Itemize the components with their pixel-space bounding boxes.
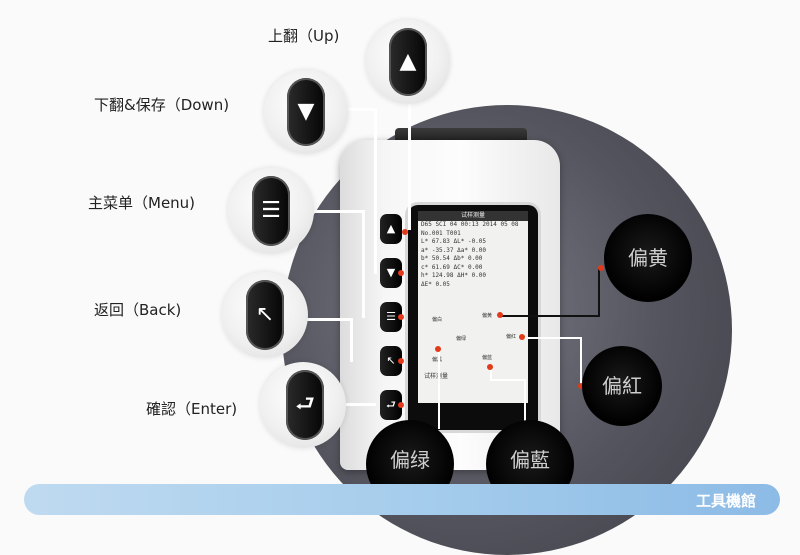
lcd-label-green: 偏绿	[456, 336, 467, 342]
footer-bar: 工具機館	[24, 484, 780, 515]
marker-green-dot	[435, 346, 441, 352]
callout-red: 偏紅	[582, 346, 662, 426]
marker-yellow-end-dot	[598, 265, 604, 271]
label-enter: 確認（Enter)	[146, 400, 238, 418]
connector-enter-h	[330, 403, 376, 406]
lcd-value-row: a* -35.37 Δa* 0.00	[421, 246, 487, 254]
lcd-display: 试样测量 D65 SCI 04 00:13 2014 05 08 No.001 …	[418, 211, 528, 403]
label-back: 返回（Back)	[94, 301, 182, 319]
connector-yellow-v	[598, 268, 600, 317]
lcd-footer-label: 试样测量	[424, 373, 449, 380]
marker-menu-dot	[398, 314, 404, 320]
device-back-button[interactable]: ↖	[380, 346, 402, 376]
marker-back-dot	[398, 358, 404, 364]
lcd-label-blue: 偏蓝	[482, 355, 493, 361]
connector-back-h	[285, 318, 351, 321]
connector-menu-v	[362, 210, 365, 318]
connector-red-v	[580, 337, 582, 387]
connector-yellow-h	[500, 315, 600, 317]
label-menu: 主菜单（Menu)	[88, 194, 196, 212]
label-down: 下翻&保存（Down)	[94, 96, 230, 114]
enter-button-zoom: ⮐	[286, 370, 324, 440]
lcd-label-red: 偏红	[506, 334, 517, 340]
lcd-value-row: L* 67.83 ΔL* -0.05	[421, 238, 487, 245]
callout-yellow: 偏黄	[604, 214, 692, 302]
footer-brand: 工具機館	[695, 492, 756, 510]
connector-blue-h	[490, 379, 526, 381]
up-arrow-icon: ▲	[399, 49, 417, 74]
down-button-zoom: ▼	[287, 78, 325, 146]
lcd-title: 试样测量	[418, 211, 528, 221]
label-up: 上翻（Up)	[268, 27, 340, 45]
down-arrow-icon: ▼	[297, 99, 315, 124]
back-arrow-icon: ↖	[255, 302, 275, 327]
enter-icon: ⮐	[295, 392, 315, 417]
lcd-sample-line: No.001 T001	[421, 229, 461, 237]
connector-down-v	[374, 108, 377, 274]
device-menu-button[interactable]: ☰	[380, 302, 402, 332]
lcd-value-row: c* 61.69 ΔC* 0.00	[421, 263, 483, 271]
lcd-label-white: 偏白	[432, 317, 443, 323]
menu-icon: ☰	[261, 198, 281, 223]
device-up-button[interactable]: ▲	[380, 214, 402, 244]
marker-down-dot	[398, 270, 404, 276]
lcd-value-row: b* 50.54 Δb* 0.00	[421, 255, 483, 262]
connector-blue-v2	[524, 379, 526, 429]
marker-up-dot	[402, 229, 408, 235]
connector-up	[408, 95, 411, 230]
connector-blue-v1	[490, 367, 492, 381]
connector-green-v	[438, 349, 440, 429]
connector-menu-h	[292, 210, 364, 213]
marker-enter-dot	[398, 402, 404, 408]
back-button-zoom: ↖	[246, 280, 284, 350]
marker-red-end-dot	[578, 383, 584, 389]
connector-back-v	[350, 318, 353, 362]
lcd-value-row: ΔE* 0.05	[421, 280, 450, 288]
marker-red-dot	[519, 334, 525, 340]
menu-button-zoom: ☰	[252, 176, 290, 246]
lcd-value-row: h* 124.98 ΔH* 0.00	[421, 272, 487, 279]
marker-yellow-dot	[497, 312, 503, 318]
lcd-label-black: 偏黑	[432, 357, 443, 363]
lcd-info-line: D65 SCI 04 00:13 2014 05 08	[421, 221, 519, 228]
marker-blue-dot	[487, 364, 493, 370]
device-down-button[interactable]: ▼	[380, 258, 402, 288]
connector-down-h	[348, 108, 376, 111]
device-enter-button[interactable]: ⮐	[380, 390, 402, 420]
up-button-zoom: ▲	[389, 28, 427, 96]
connector-red-h	[522, 337, 582, 339]
lcd-label-yellow: 偏黄	[482, 313, 493, 319]
